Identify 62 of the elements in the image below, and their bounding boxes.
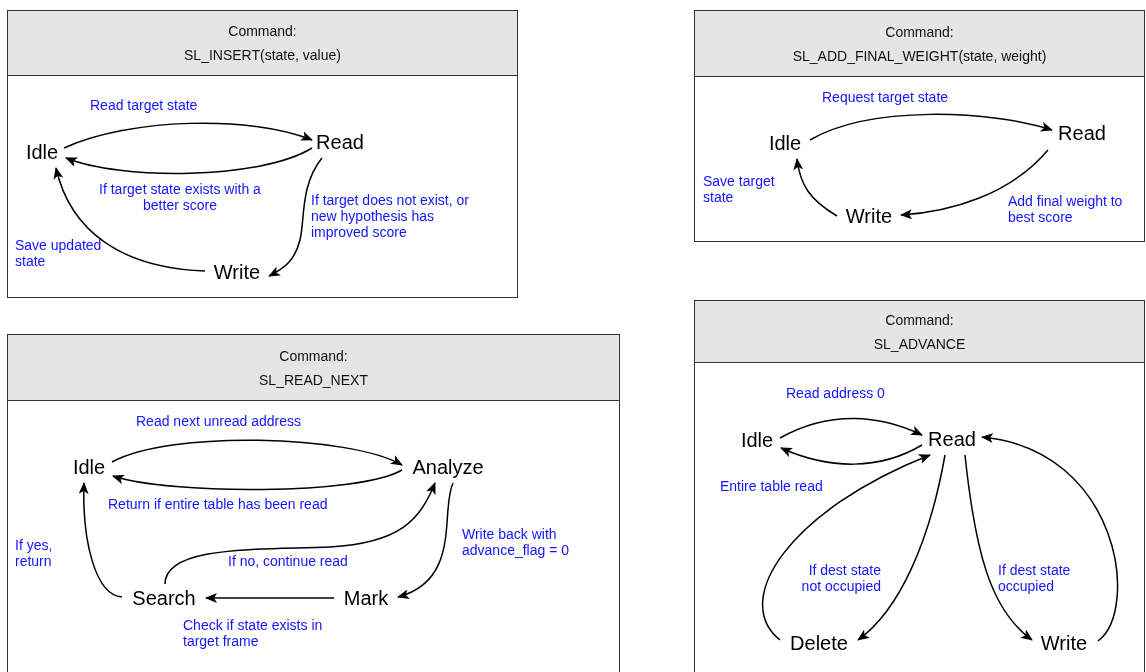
edge-label: Entire table read [720,478,824,494]
state-label: Idle [765,131,805,155]
state-label: Search [126,586,202,610]
state-label: Idle [69,455,109,479]
state-label: Read [1056,121,1108,145]
transition-arrow [981,434,1118,642]
edge-label: Return if entire table has been read [108,496,329,512]
state-label: Delete [784,631,854,655]
edge-label: Request target state [822,89,950,105]
command-text: Command: [885,311,954,328]
command-text: Command: [279,347,348,364]
edge-label: If target does not exist, or new hypothesis has improved score [311,192,470,240]
edge-label: If no, continue read [228,553,349,569]
state-label: Read [926,427,978,451]
transition-arrow [779,417,923,439]
edge-label: Read target state [90,97,199,113]
edge-label: If yes, return [15,537,54,569]
transition-arrow [900,149,1049,220]
command-text: SL_READ_NEXT [259,371,368,388]
state-label: Read [314,130,366,154]
state-label: Write [841,204,897,228]
transition-arrow [780,444,923,465]
command-text: SL_ADD_FINAL_WEIGHT(state, weight) [792,47,1047,64]
transition-arrow [761,454,931,641]
edge-label: If dest state occupied [998,562,1072,594]
command-panel [694,10,1145,242]
command-text: Command: [885,23,954,40]
edge-label: Save target state [703,173,776,205]
transition-arrow [63,122,313,149]
edge-label: Check if state exists in target frame [183,617,324,649]
transition-arrow [268,157,323,277]
state-label: Analyze [406,455,490,479]
state-label: Idle [737,428,777,452]
edge-label: If dest state not occupied [800,562,881,594]
state-label: Idle [22,140,62,164]
command-panel [694,300,1145,672]
transition-arrow [111,439,403,466]
command-panel [7,10,518,298]
command-text: Command: [228,23,297,39]
transition-arrow [54,167,206,272]
command-text: SL_ADVANCE [873,335,966,352]
edge-label: Read address 0 [786,385,886,401]
transition-arrow [112,469,403,491]
edge-label: If target state exists with a better score [98,181,262,213]
transition-arrow [857,454,946,641]
transition-arrow [964,454,1033,641]
transition-arrow [65,147,313,175]
transition-arrow [164,482,436,585]
edge-label: Write back with advance_flag = 0 [462,526,571,558]
state-label: Write [209,260,265,284]
transition-arrow [809,113,1053,141]
edge-label: Save updated state [15,237,103,269]
transition-arrow [793,158,838,217]
transition-arrow [397,482,454,598]
state-label: Mark [338,586,394,610]
edge-label: Add final weight to best score [1008,193,1124,225]
transition-arrow [78,482,123,598]
transition-arrow [205,593,335,603]
state-label: Write [1036,631,1092,655]
edge-label: Read next unread address [136,413,302,429]
command-text: SL_INSERT(state, value) [184,47,341,63]
command-panel [7,334,620,672]
